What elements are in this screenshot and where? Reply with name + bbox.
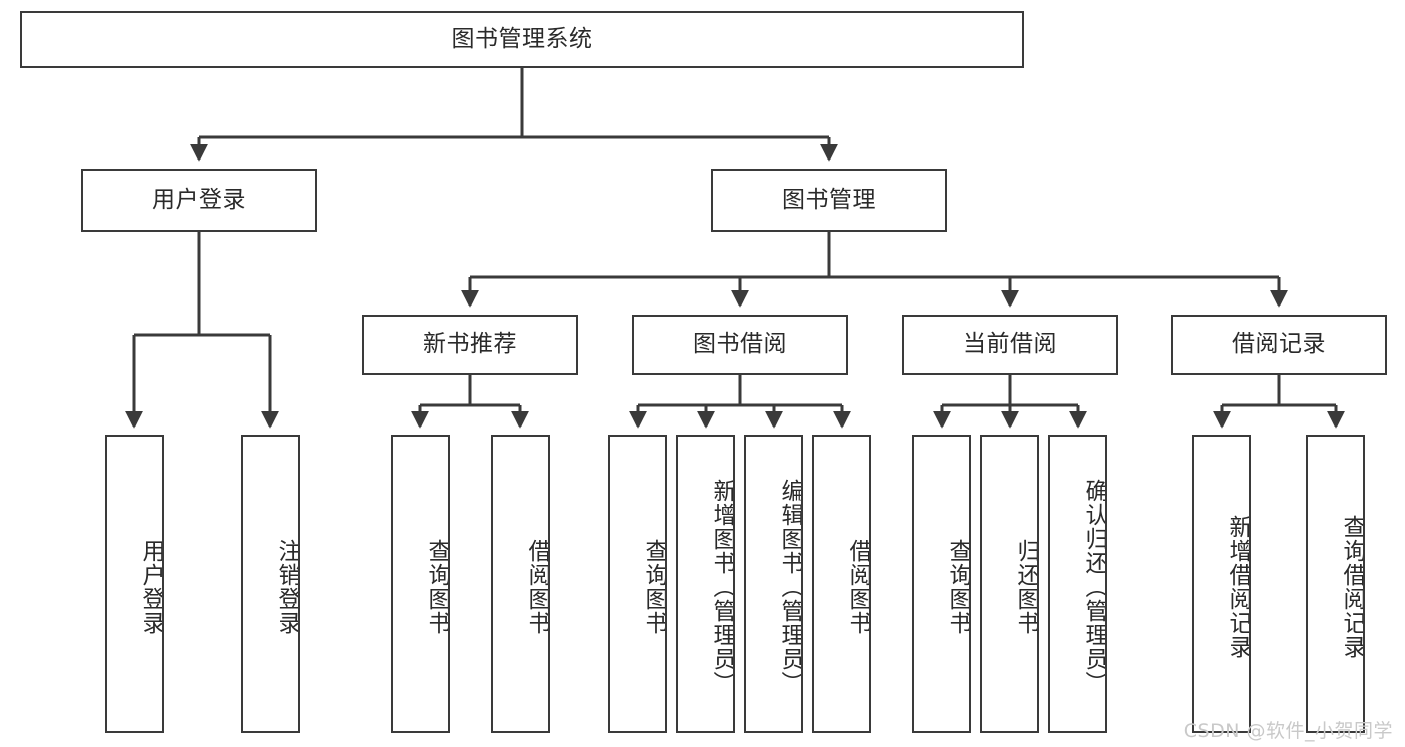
leaf-logout[interactable]: 注销登录 (241, 435, 300, 733)
node-book-borrow[interactable]: 图书借阅 (632, 315, 848, 375)
leaf-borrow-add-book[interactable]: 新增图书（管理员） (676, 435, 735, 733)
leaf-user-login[interactable]: 用户登录 (105, 435, 164, 733)
node-book-management[interactable]: 图书管理 (711, 169, 947, 232)
node-current-borrow[interactable]: 当前借阅 (902, 315, 1118, 375)
node-root-book-management-system[interactable]: 图书管理系统 (20, 11, 1024, 68)
leaf-new-book-query[interactable]: 查询图书 (391, 435, 450, 733)
leaf-record-add[interactable]: 新增借阅记录 (1192, 435, 1251, 733)
leaf-current-query[interactable]: 查询图书 (912, 435, 971, 733)
leaf-borrow-borrow-book[interactable]: 借阅图书 (812, 435, 871, 733)
leaf-current-return[interactable]: 归还图书 (980, 435, 1039, 733)
leaf-new-book-borrow[interactable]: 借阅图书 (491, 435, 550, 733)
leaf-borrow-query[interactable]: 查询图书 (608, 435, 667, 733)
node-borrow-record[interactable]: 借阅记录 (1171, 315, 1387, 375)
node-user-login[interactable]: 用户登录 (81, 169, 317, 232)
leaf-borrow-edit-book[interactable]: 编辑图书（管理员） (744, 435, 803, 733)
leaf-current-confirm-return[interactable]: 确认归还（管理员） (1048, 435, 1107, 733)
node-new-book-recommend[interactable]: 新书推荐 (362, 315, 578, 375)
leaf-record-query[interactable]: 查询借阅记录 (1306, 435, 1365, 733)
